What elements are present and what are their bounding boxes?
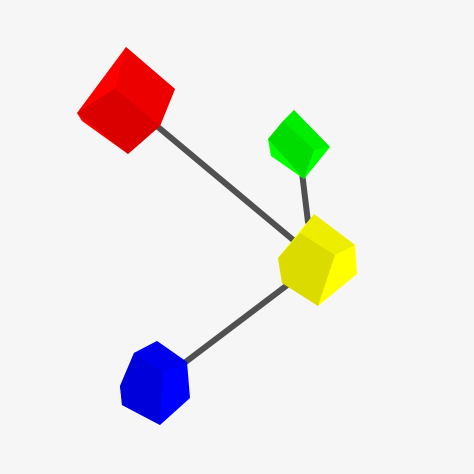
green-cube-face-top [283,110,330,150]
red-cube[interactable] [77,47,175,154]
green-cube[interactable] [268,110,330,179]
red-cube-face-top [115,47,175,126]
blue-cube-face-top [134,341,187,372]
rod-yellow-to-blue [172,280,293,373]
blue-cube-face-side [120,353,163,425]
green-cube-face-side [268,121,314,179]
yellow-cube-face-top [300,214,355,255]
yellow-cube-face-side [278,233,335,306]
blue-cube[interactable] [120,341,190,425]
yellow-cube[interactable] [278,214,357,306]
red-cube-face-side [77,88,160,154]
rod-red-to-yellow [155,124,301,247]
